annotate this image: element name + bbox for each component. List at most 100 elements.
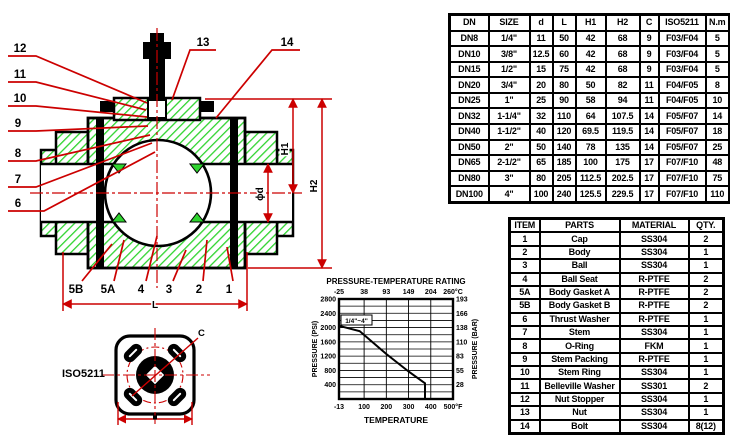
table-cell: 1 (687, 258, 725, 274)
table-cell: 120 (551, 123, 577, 141)
callout-13: 13 (197, 37, 210, 49)
table-cell: Stem (538, 324, 621, 341)
flange-dim-mark (153, 415, 157, 420)
callout-8: 8 (15, 148, 22, 160)
valve-section-view (30, 28, 302, 288)
column-header: H2 (604, 13, 641, 32)
table-cell: Body Gasket B (538, 298, 621, 314)
table-cell: 185 (551, 154, 577, 172)
table-cell: 14 (638, 107, 660, 126)
pad-wing-right (200, 101, 214, 112)
table-cell: 100 (528, 185, 554, 204)
table-cell: DN20 (448, 76, 490, 94)
table-cell: 25 (704, 138, 730, 157)
table-cell: 14 (638, 123, 660, 141)
table-cell: 42 (574, 29, 607, 48)
xtick-celsius: 38 (360, 289, 368, 296)
table-cell: 50 (574, 76, 607, 94)
table-cell: Thrust Washer (538, 311, 621, 328)
table-cell: 9 (638, 29, 660, 48)
table-cell: DN80 (448, 169, 490, 188)
xtick-celsius: 260°C (443, 288, 463, 296)
table-cell: SS304 (618, 391, 690, 408)
table-cell: DN65 (448, 154, 490, 172)
table-cell: 202.5 (604, 169, 641, 188)
table-cell: 2-1/2" (487, 154, 531, 172)
callout-14: 14 (281, 37, 294, 49)
column-header: MATERIAL (618, 217, 690, 234)
table-cell: DN10 (448, 45, 490, 63)
table-cell: 4 (508, 271, 541, 287)
xtick-fahrenheit: 500°F (444, 403, 463, 411)
table-cell: Bolt (538, 418, 621, 435)
xtick-fahrenheit: 300 (403, 404, 415, 411)
table-cell: F03/F04 (657, 29, 707, 48)
ytick-bar: 28 (456, 382, 464, 389)
seat-upper-right (188, 163, 206, 174)
table-cell: 1" (487, 91, 531, 110)
ytick-psi: 2800 (320, 297, 336, 304)
table-cell: 75 (704, 169, 730, 188)
callout-4: 4 (138, 284, 145, 296)
table-cell: 2 (687, 298, 725, 314)
table-cell: DN25 (448, 91, 490, 110)
pad-wing-left (100, 101, 114, 112)
ytick-psi: 2000 (320, 325, 336, 332)
seat-lower-right (188, 212, 206, 223)
table-cell: SS304 (618, 365, 690, 381)
column-header: SIZE (487, 13, 531, 32)
table-cell: 2 (687, 284, 725, 301)
table-cell: 80 (528, 169, 554, 188)
table-cell: DN40 (448, 123, 490, 141)
xtick-fahrenheit: 200 (380, 404, 392, 411)
ytick-bar: 110 (456, 339, 467, 346)
ytick-bar: 55 (456, 368, 464, 375)
dim-h1: H1 (280, 142, 291, 155)
table-cell: 12 (508, 391, 541, 408)
table-cell: SS304 (618, 258, 690, 274)
xtick-celsius: -25 (334, 289, 344, 296)
column-header: QTY. (687, 217, 725, 234)
table-cell: 9 (508, 351, 541, 368)
table-cell: F07/F10 (657, 154, 707, 172)
table-cell: SS304 (618, 405, 690, 421)
ytick-bar: 166 (456, 311, 468, 318)
table-cell: F05/F07 (657, 123, 707, 141)
table-cell: 205 (551, 169, 577, 188)
table-cell: 68 (604, 45, 641, 63)
rating-line (338, 324, 426, 399)
column-header: ISO5211 (657, 13, 707, 32)
callout-5A: 5A (101, 284, 116, 296)
ytick-psi: 1200 (320, 354, 336, 361)
table-cell: Stem Ring (538, 365, 621, 381)
xtick-fahrenheit: -13 (334, 404, 344, 411)
table-cell: 5 (704, 60, 730, 79)
table-cell: 8 (508, 338, 541, 354)
table-cell: 100 (574, 154, 607, 172)
xtick-fahrenheit: 100 (358, 404, 370, 411)
table-cell: Body Gasket A (538, 284, 621, 301)
table-cell: 1-1/4" (487, 107, 531, 126)
xtick-fahrenheit: 400 (425, 404, 437, 411)
table-cell: 80 (551, 76, 577, 94)
table-cell: 48 (704, 154, 730, 172)
table-cell: 11 (508, 378, 541, 394)
table-cell: 10 (704, 91, 730, 110)
table-cell: F04/F05 (657, 76, 707, 94)
table-cell: DN50 (448, 138, 490, 157)
table-cell: 17 (638, 185, 660, 204)
column-header: d (528, 13, 554, 32)
table-cell: 10 (508, 365, 541, 381)
callout-3: 3 (166, 284, 172, 296)
column-header: N.m (704, 13, 730, 32)
